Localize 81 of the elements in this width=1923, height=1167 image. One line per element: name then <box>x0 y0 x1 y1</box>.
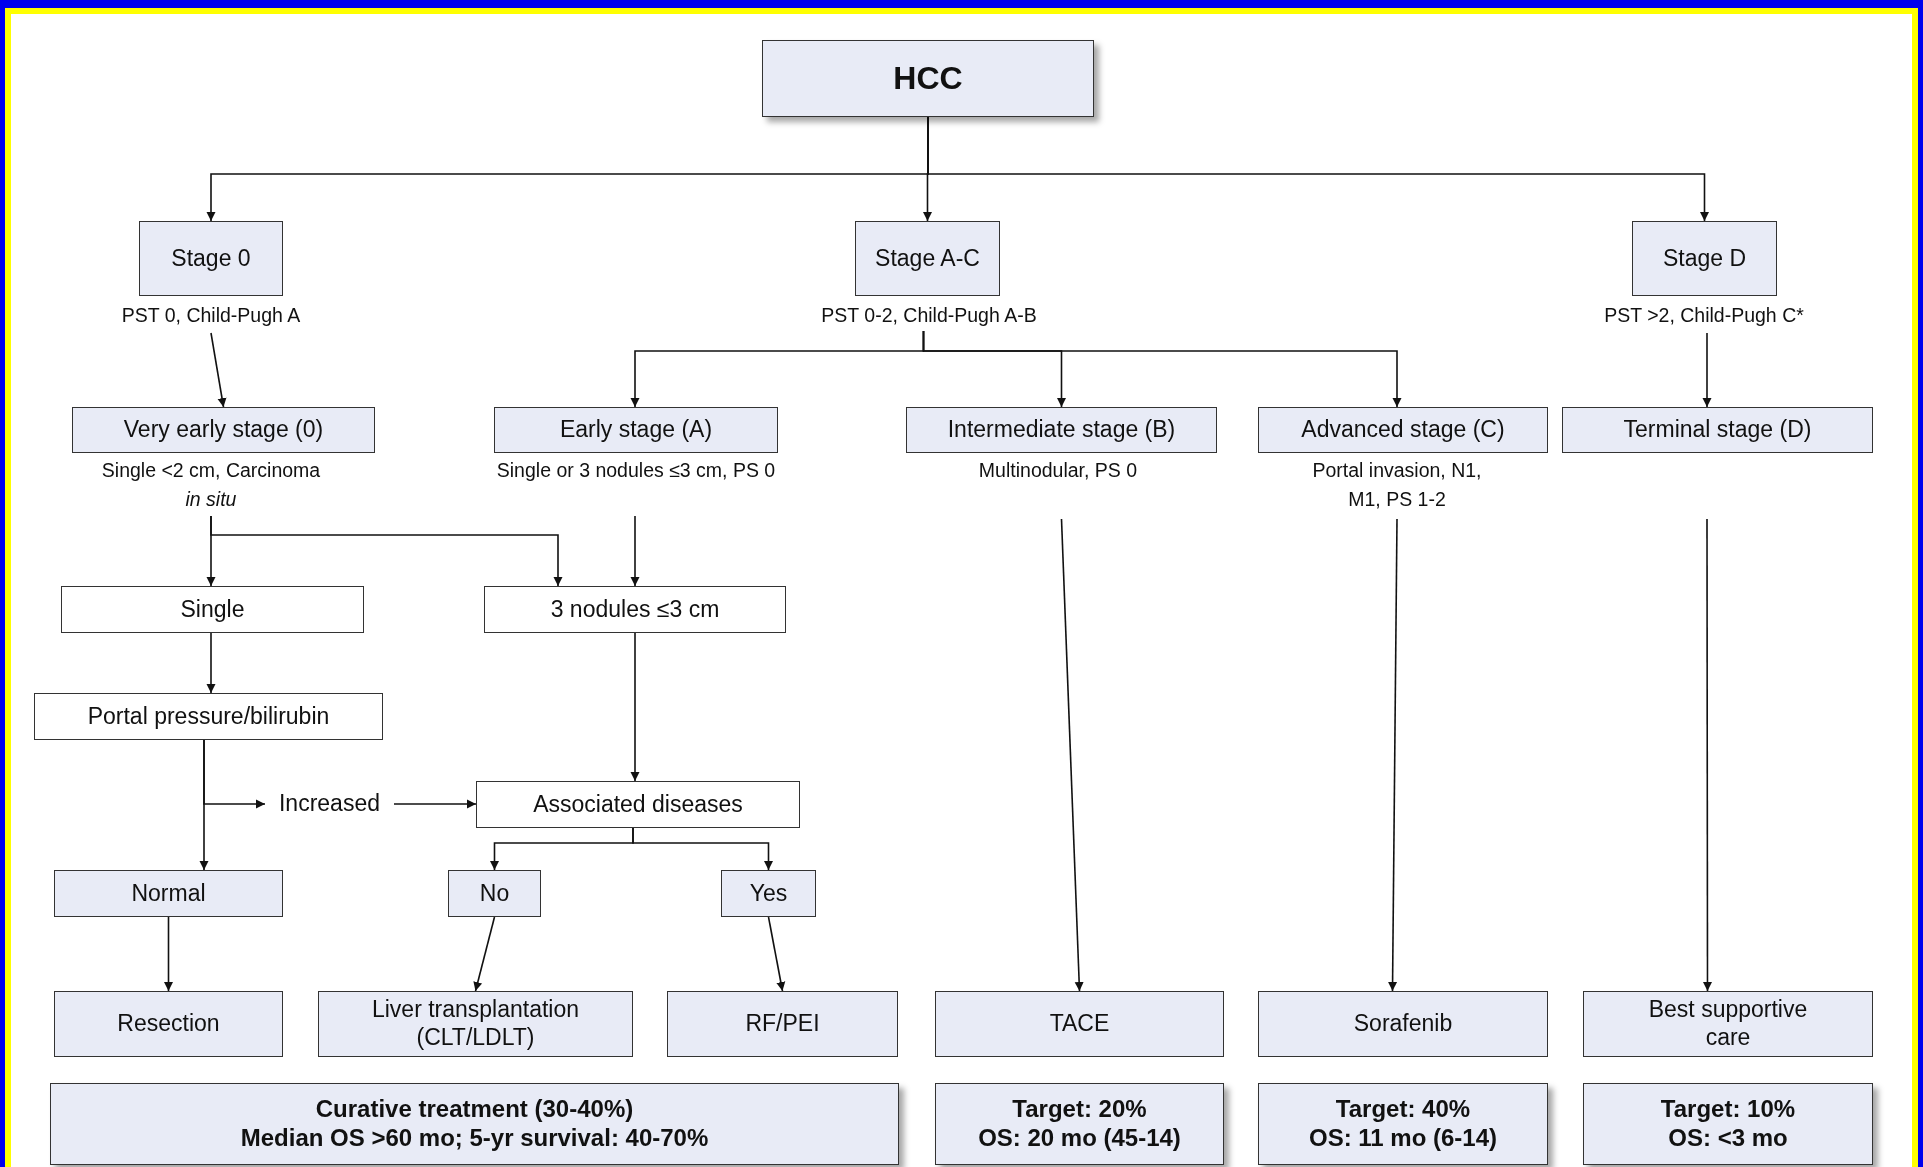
process-box <box>1562 407 1873 453</box>
box-label: Stage 0 <box>171 244 251 273</box>
arrow <box>1702 332 1712 408</box>
arrow <box>164 916 173 992</box>
box-label: Associated diseases <box>533 790 743 819</box>
process-box <box>476 781 800 828</box>
outcome-box <box>1583 1083 1873 1165</box>
process-box <box>935 991 1224 1057</box>
arrow <box>630 632 640 782</box>
process-box <box>139 221 283 296</box>
stage-criteria: Single <2 cm, Carcinoma in situ <box>101 458 321 513</box>
arrow <box>1703 518 1712 992</box>
process-box <box>906 407 1217 453</box>
process-box <box>54 870 283 917</box>
box-label: 3 nodules ≤3 cm <box>550 595 720 624</box>
box-label: TACE <box>1049 1010 1110 1038</box>
box-label: Early stage (A) <box>559 416 713 444</box>
root-box <box>762 40 1094 117</box>
arrow <box>210 515 563 587</box>
stage-criteria: PST 0-2, Child-Pugh A-B <box>820 303 1038 328</box>
process-box <box>855 221 1000 296</box>
process-box <box>34 693 383 740</box>
stage-criteria: Portal invasion, N1, M1, PS 1-2 <box>1311 458 1483 513</box>
box-label: Liver transplantation (CLT/LDLT) <box>370 996 581 1052</box>
box-label: Stage D <box>1662 244 1747 273</box>
box-label: No <box>479 879 510 908</box>
box-label: Very early stage (0) <box>123 416 324 444</box>
outcome-text: OS: 20 mo (45-14) <box>978 1124 1181 1153</box>
process-box <box>1258 991 1548 1057</box>
arrow <box>206 632 216 694</box>
process-box <box>318 991 633 1057</box>
arrow <box>393 799 477 809</box>
box-label: Resection <box>117 1010 220 1038</box>
outcome-text: Curative treatment (30-40%) <box>315 1095 634 1124</box>
arrow <box>1388 518 1398 992</box>
stage-criteria: Single or 3 nodules ≤3 cm, PS 0 <box>495 458 777 483</box>
arrow <box>1060 518 1084 992</box>
box-label: Stage A-C <box>875 244 980 273</box>
process-box <box>667 991 898 1057</box>
stage-criteria: PST >2, Child-Pugh C* <box>1603 303 1805 328</box>
outcome-text: Median OS >60 mo; 5-yr survival: 40-70% <box>240 1124 709 1153</box>
box-label: Advanced stage (C) <box>1301 416 1505 444</box>
arrow <box>199 739 209 871</box>
process-box <box>494 407 778 453</box>
outcome-box <box>50 1083 899 1165</box>
stage-criteria: PST 0, Child-Pugh A <box>120 303 302 328</box>
outcome-box <box>1258 1083 1548 1165</box>
process-box <box>72 407 375 453</box>
box-label: Terminal stage (D) <box>1623 416 1812 444</box>
box-label: Portal pressure/bilirubin <box>87 702 330 731</box>
process-box <box>721 870 816 917</box>
process-box <box>1258 407 1548 453</box>
process-box <box>61 586 364 633</box>
arrow <box>210 332 227 408</box>
box-label: Sorafenib <box>1353 1010 1453 1038</box>
outcome-text: Target: 40% <box>1335 1095 1471 1124</box>
outcome-box <box>935 1083 1224 1165</box>
box-label: Normal <box>131 879 206 908</box>
process-box <box>1583 991 1873 1057</box>
arrow <box>473 916 496 992</box>
process-box <box>1632 221 1777 296</box>
arrow <box>630 515 640 587</box>
box-label: Intermediate stage (B) <box>947 416 1176 444</box>
box-label: HCC <box>893 59 963 98</box>
box-label: Single <box>180 595 245 624</box>
outcome-text: OS: 11 mo (6-14) <box>1308 1124 1498 1153</box>
box-label: RF/PEI <box>745 1010 820 1038</box>
process-box <box>448 870 541 917</box>
outcome-text: OS: <3 mo <box>1668 1124 1788 1153</box>
arrow <box>767 916 786 992</box>
box-label: Increased <box>279 790 380 818</box>
arrow <box>922 330 1402 408</box>
arrow <box>927 116 1709 222</box>
process-box <box>54 991 283 1057</box>
outcome-text: Target: 20% <box>1012 1095 1147 1124</box>
stage-criteria: Multinodular, PS 0 <box>978 458 1138 483</box>
process-box <box>484 586 786 633</box>
box-label: Best supportive care <box>1647 996 1809 1052</box>
outcome-text: Target: 10% <box>1660 1095 1796 1124</box>
arrow <box>632 827 773 871</box>
box-label: Yes <box>749 879 788 908</box>
